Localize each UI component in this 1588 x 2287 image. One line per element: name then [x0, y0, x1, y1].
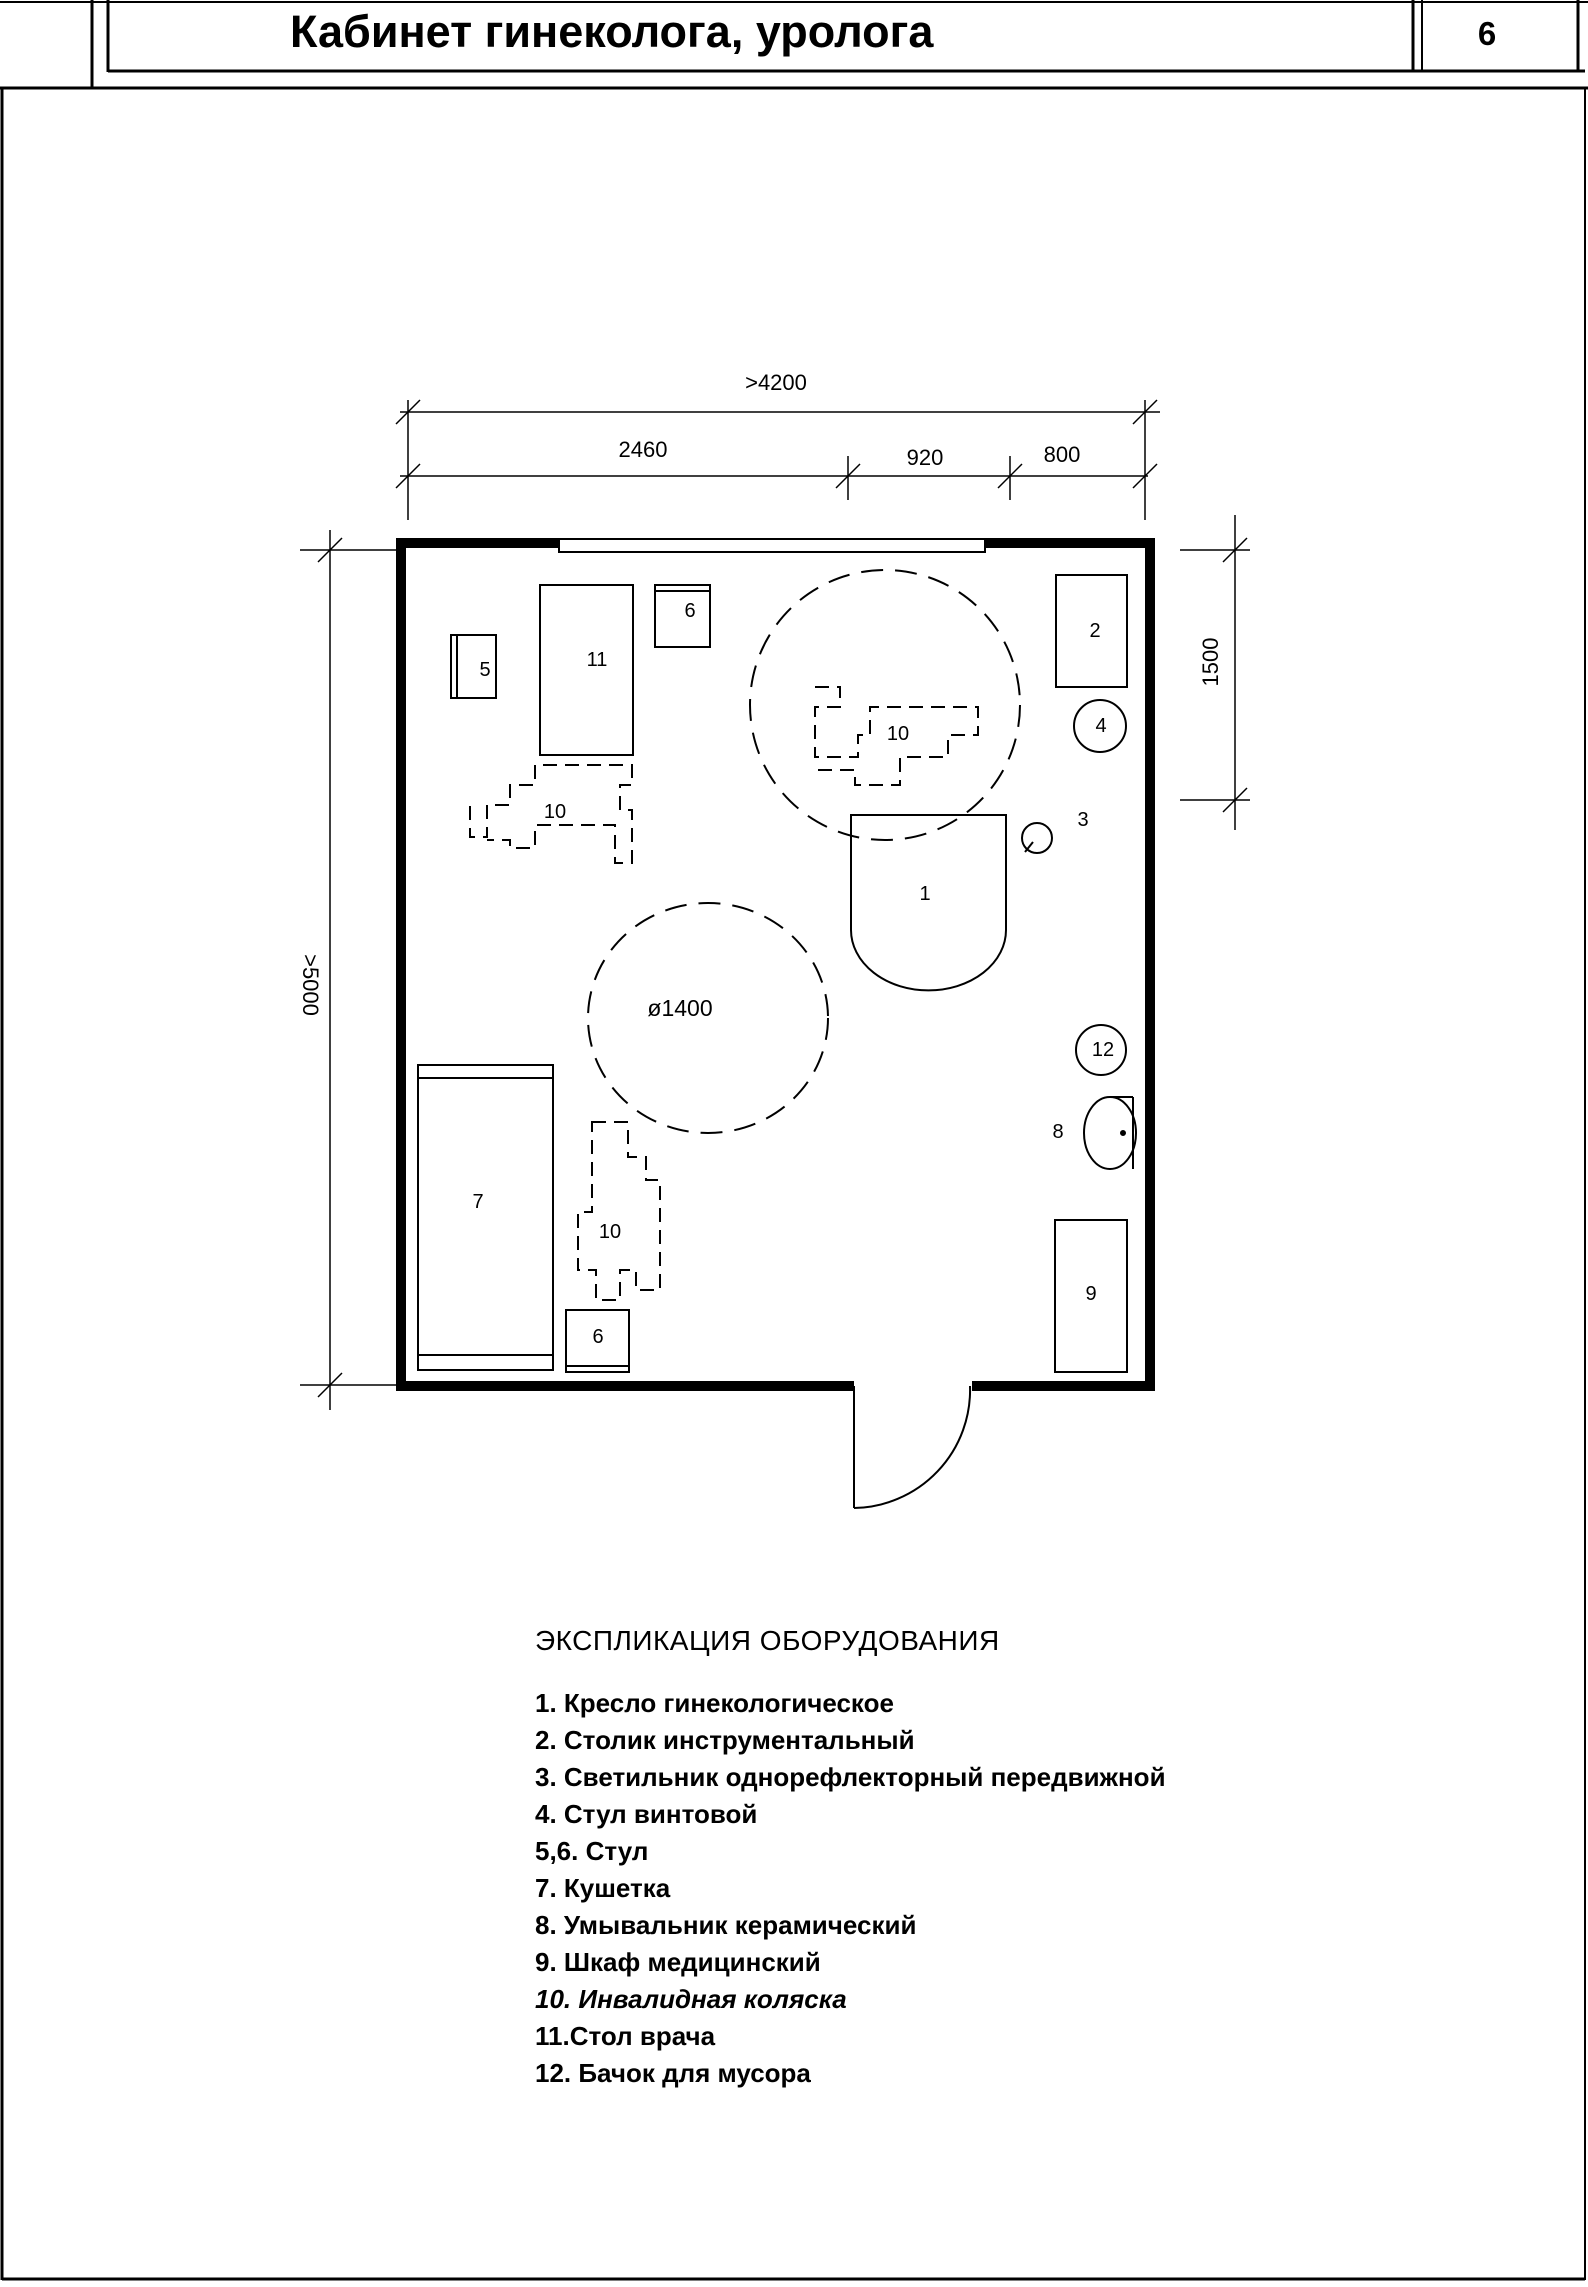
dimension-side-1500: 1500 [1198, 638, 1223, 687]
legend-item: 9. Шкаф медицинский [535, 1947, 821, 1977]
label-circle-diameter: ø1400 [647, 995, 712, 1021]
dimension-overall-height: >5000 [298, 954, 323, 1016]
door [853, 1385, 972, 1509]
label-chair-6-bottom: 6 [592, 1326, 603, 1348]
wheelchair [469, 764, 633, 864]
dimension-segment-1: 2460 [619, 437, 668, 462]
room-walls [396, 538, 1155, 1391]
label-doctor-desk: 11 [587, 649, 608, 671]
wheelchair [814, 686, 979, 786]
legend-item: 10. Инвалидная коляска [535, 1984, 847, 2014]
chair [654, 584, 711, 648]
label-lamp: 3 [1077, 809, 1088, 831]
chair [450, 634, 497, 699]
legend-item: 12. Бачок для мусора [535, 2058, 811, 2088]
ceramic-sink [1083, 1096, 1137, 1170]
page-number: 6 [1477, 15, 1497, 52]
label-cabinet: 9 [1085, 1283, 1096, 1305]
legend-item: 5,6. Стул [535, 1836, 649, 1866]
wheelchair [577, 1121, 661, 1301]
label-chair-5: 5 [479, 659, 490, 681]
swivel-stool [1073, 699, 1127, 753]
label-gynecological-chair: 1 [919, 883, 930, 905]
doctor-desk [539, 584, 634, 756]
label-wheelchair-left: 10 [544, 801, 566, 823]
label-waste-bin: 12 [1092, 1039, 1114, 1061]
examination-couch [417, 1064, 554, 1371]
right-dimension-lines [1180, 515, 1250, 830]
legend-item: 8. Умывальник керамический [535, 1910, 917, 1940]
dimension-overall-width: >4200 [745, 370, 807, 395]
medical-cabinet [1054, 1219, 1128, 1373]
lamp [1021, 822, 1053, 854]
label-wheelchair-top: 10 [887, 723, 909, 745]
turning-circle-ø1400 [587, 902, 829, 1134]
legend-item: 4. Стул винтовой [535, 1799, 758, 1829]
label-swivel-stool: 4 [1095, 715, 1106, 737]
label-chair-6-top: 6 [684, 600, 695, 622]
top-dimension-lines [395, 399, 1160, 520]
left-dimension-lines [300, 530, 400, 1410]
chair [565, 1309, 630, 1373]
label-wheelchair-bottom: 10 [599, 1221, 621, 1243]
turning-circle [749, 569, 1021, 841]
instrument-table [1055, 574, 1128, 688]
equipment-legend: ЭКСПЛИКАЦИЯ ОБОРУДОВАНИЯ 1. Кресло гинек… [535, 1625, 1435, 2092]
label-instrument-table: 2 [1089, 620, 1100, 642]
waste-bin [1075, 1024, 1127, 1076]
dimension-segment-2: 920 [907, 445, 944, 470]
legend-item: 3. Светильник однорефлекторный передвижн… [535, 1762, 1166, 1792]
dimension-segment-3: 800 [1044, 442, 1081, 467]
window [558, 538, 986, 553]
legend-item: 7. Кушетка [535, 1873, 671, 1903]
legend-item: 2. Столик инструментальный [535, 1725, 915, 1755]
legend-item: 1. Кресло гинекологическое [535, 1688, 894, 1718]
label-couch: 7 [472, 1191, 483, 1213]
legend-title: ЭКСПЛИКАЦИЯ ОБОРУДОВАНИЯ [535, 1625, 1000, 1656]
gynecological-chair [850, 814, 1007, 992]
page-title: Кабинет гинеколога, уролога [290, 6, 934, 57]
legend-item: 11.Стол врача [535, 2021, 716, 2051]
label-sink: 8 [1052, 1121, 1063, 1143]
